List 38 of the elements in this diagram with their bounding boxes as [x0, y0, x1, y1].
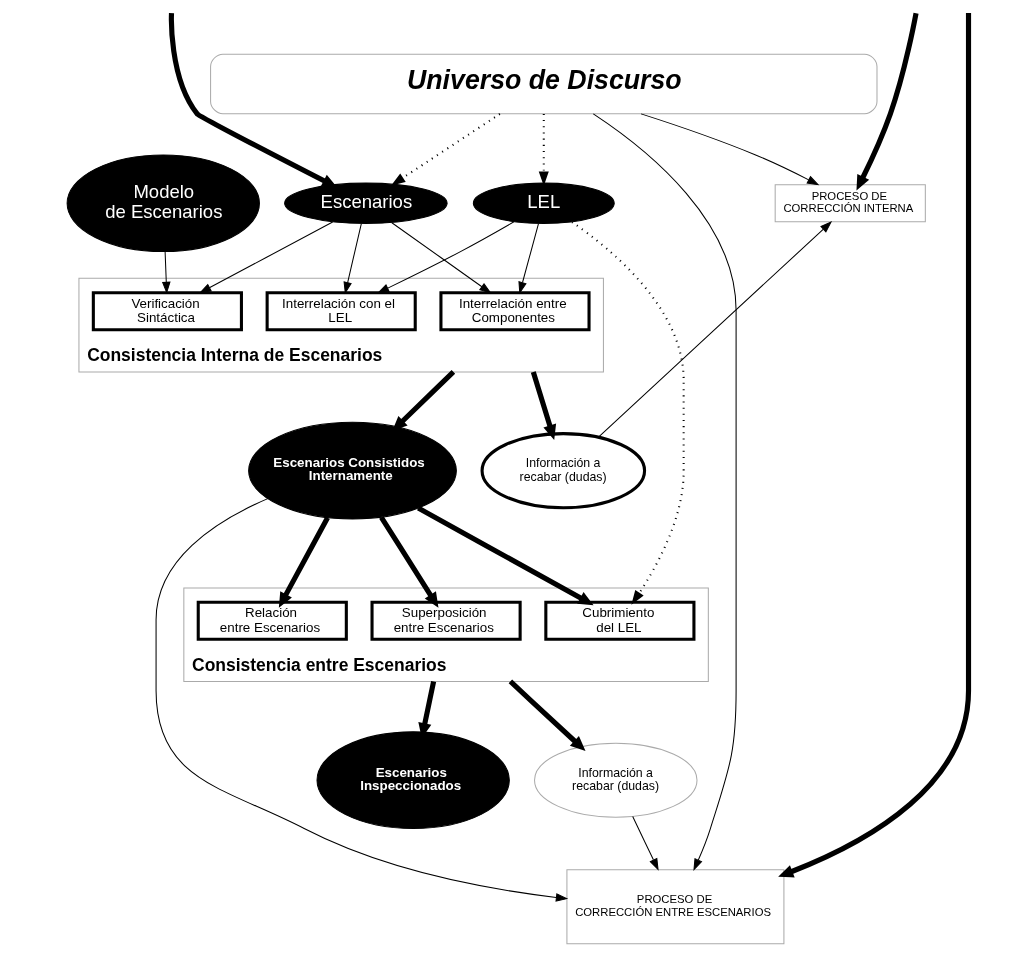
node-box: Verificación Sintáctica [91, 291, 243, 332]
node-ellipse: Escenarios [284, 182, 448, 224]
node-box: PROCESO DE CORRECCIÓN INTERNA [774, 184, 926, 223]
arrow [538, 114, 549, 186]
node-ellipse: Escenarios Inspeccionados [316, 731, 510, 830]
node-box: Relación entre Escenarios [196, 600, 348, 641]
node-box: Interrelación entre Componentes [439, 291, 591, 332]
node-ellipse: Escenarios Consistidos Internamente [248, 421, 457, 520]
arrow [155, 498, 569, 902]
node-box: Cubrimiento del LEL [544, 600, 696, 641]
node-ellipse: LEL [472, 182, 615, 224]
arrow [778, 13, 972, 878]
arrow [379, 515, 439, 608]
arrow [856, 12, 919, 191]
arrow [508, 679, 586, 752]
arrow [168, 13, 338, 188]
node-box: PROCESO DE CORRECCIÓN ENTRE ESCENARIOS [566, 869, 785, 945]
node-box: Universo de Discurso [210, 53, 878, 115]
node-box: Interrelación con el LEL [265, 291, 417, 332]
arrow [390, 113, 501, 186]
node-ellipse: Información a recabar (dudas) [534, 742, 698, 818]
arrow [632, 816, 659, 871]
arrow [161, 251, 171, 295]
arrow [391, 222, 492, 294]
arrow [343, 223, 362, 295]
arrow [518, 223, 539, 295]
node-ellipse: Información a recabar (dudas) [480, 432, 647, 510]
arrow [597, 221, 833, 438]
node-box: Superposición entre Escenarios [370, 600, 522, 641]
arrow [530, 371, 557, 440]
arrow [199, 221, 334, 294]
arrow [417, 505, 594, 606]
arrow [592, 113, 737, 871]
node-ellipse: Modelo de Escenarios [66, 154, 260, 253]
arrow [376, 221, 515, 294]
arrow [278, 516, 330, 608]
arrow [640, 113, 820, 186]
arrow [571, 221, 685, 605]
